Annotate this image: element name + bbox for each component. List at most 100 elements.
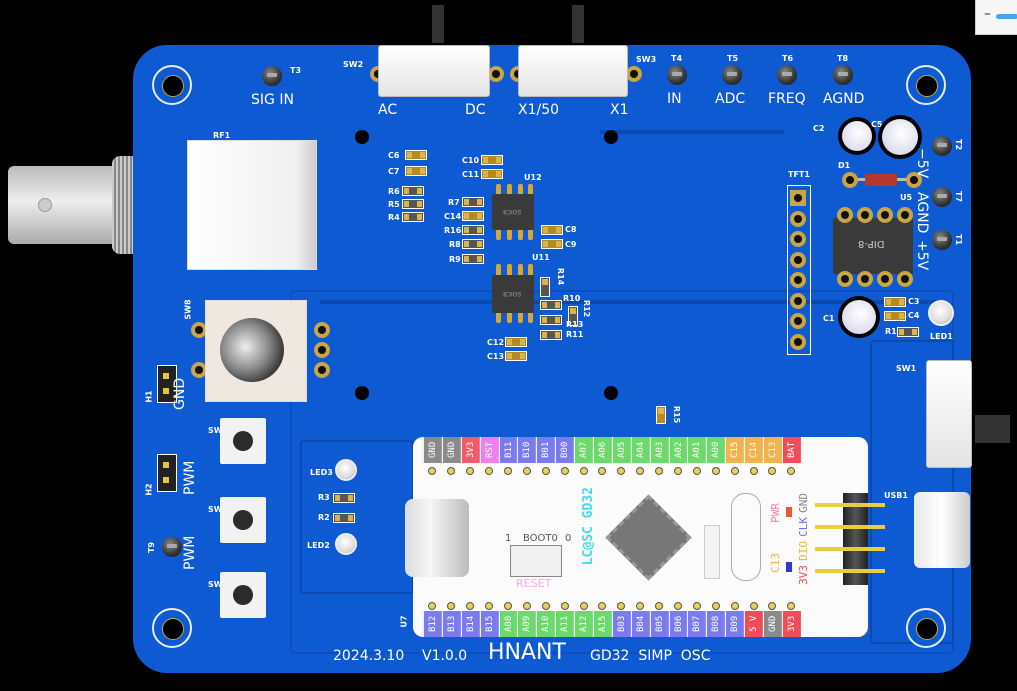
via-large [355, 386, 369, 400]
ic-leg [518, 184, 523, 198]
reset-button[interactable] [510, 545, 562, 577]
top-pin-a04: A04 [630, 437, 650, 463]
ic-leg [496, 184, 501, 198]
c13-ref: C13 [487, 352, 505, 361]
ic-u12: SOIC8 [492, 194, 534, 230]
pin-hole [706, 467, 725, 475]
pin-hole [631, 602, 650, 610]
c6-ref: C6 [388, 151, 400, 160]
test-point-t4[interactable] [667, 65, 687, 85]
usb1-ref: USB1 [884, 491, 908, 500]
tft1-header[interactable] [787, 185, 811, 355]
u12-marking: SOIC8 [503, 208, 522, 215]
pin-hole [631, 467, 650, 475]
resistor [540, 330, 562, 340]
pin-hole [744, 602, 763, 610]
u7-ref: U7 [399, 615, 409, 628]
plus5v-label: +5V [914, 240, 930, 271]
sw2-slide-switch[interactable] [378, 45, 490, 97]
h2-label: PWM [182, 460, 198, 495]
dip-pad [897, 207, 913, 223]
usb1-connector[interactable] [914, 492, 970, 568]
top-pin-a03: A03 [649, 437, 669, 463]
test-point-t3[interactable] [262, 66, 282, 86]
pin-hole [517, 602, 536, 610]
lcsc-logo: LC@SC GD32 [581, 487, 596, 566]
minimize-icon[interactable]: – [984, 6, 991, 22]
usb-c-port[interactable] [405, 499, 469, 577]
test-point-t5[interactable] [722, 65, 742, 85]
swd-gnd-label: GND [797, 493, 810, 513]
header-h1[interactable] [157, 365, 177, 403]
top-pin-gnd: GND [441, 437, 461, 463]
sw8-ref: SW8 [183, 299, 193, 320]
t4-ref: T4 [671, 54, 683, 63]
tact-button-1[interactable] [220, 418, 266, 464]
resistor-r7 [462, 197, 484, 207]
pin-hole [669, 467, 688, 475]
capacitor-c6 [405, 150, 427, 160]
bottom-pin-b12: B12 [423, 611, 442, 637]
tft1-pin [790, 231, 806, 247]
pin-hole [574, 602, 593, 610]
boot-label: BOOT0 [523, 533, 558, 544]
test-point-t7[interactable] [932, 187, 952, 207]
footer-date: 2024.3.10 [333, 648, 405, 664]
capacitor-c2 [838, 117, 876, 155]
c13-led-label: C13 [769, 553, 782, 573]
tact-button-2[interactable] [220, 497, 266, 543]
test-point-t6[interactable] [777, 65, 797, 85]
pad [626, 66, 642, 82]
c4-ref: C4 [908, 311, 920, 320]
sw3-x150-label: X1/50 [518, 102, 560, 118]
restore-bar-icon[interactable] [996, 14, 1017, 19]
c9-ref: C9 [565, 240, 577, 249]
ic-leg [496, 264, 501, 278]
t2-ref: T2 [954, 138, 964, 151]
pin-hole [763, 602, 782, 610]
ic-leg [518, 226, 523, 240]
sw3-slider-knob[interactable] [572, 5, 584, 43]
pin-hole [725, 602, 744, 610]
pad [314, 322, 330, 338]
test-point-t1[interactable] [932, 230, 952, 250]
swd-pin [815, 569, 885, 573]
bottom-pin-holes [423, 602, 801, 610]
test-point-t9[interactable] [162, 537, 182, 557]
trace [600, 130, 784, 134]
bottom-pin-b04: B04 [630, 611, 650, 637]
pin-hole [650, 467, 669, 475]
test-point-t2[interactable] [932, 136, 952, 156]
resistor-r2 [333, 513, 355, 523]
h2-ref: H2 [144, 483, 154, 496]
bottom-pin-b09: B09 [725, 611, 745, 637]
led3-ref: LED3 [310, 468, 333, 477]
sw3-slide-switch[interactable] [518, 45, 628, 97]
swd-3v3-label: 3V3 [797, 565, 810, 585]
bnc-pin-icon [38, 198, 52, 212]
sw2-slider-knob[interactable] [432, 5, 444, 43]
header-h2[interactable] [157, 454, 177, 492]
sw1-slide-switch[interactable] [926, 360, 972, 468]
bottom-pin-a12: A12 [574, 611, 594, 637]
t6-ref: T6 [782, 54, 794, 63]
test-point-t8[interactable] [833, 65, 853, 85]
r14-ref: R14 [556, 267, 566, 286]
via-large [604, 386, 618, 400]
u11-marking: SOIC8 [503, 290, 522, 297]
c12-ref: C12 [487, 338, 505, 347]
top-pin-c13: C13 [763, 437, 782, 463]
minus5v-label: −5V [914, 148, 930, 179]
capacitor-c1 [838, 296, 880, 338]
pin-hole [461, 467, 480, 475]
resistor-r1 [897, 327, 919, 337]
tact-button-3[interactable] [220, 572, 266, 618]
t9-label: PWM [182, 535, 198, 570]
rf1-bnc-body[interactable] [187, 140, 317, 270]
capacitor-c14 [462, 211, 484, 221]
mounting-hole [152, 608, 192, 648]
encoder-knob[interactable] [220, 318, 284, 382]
sw1-ref: SW1 [896, 364, 917, 373]
sw1-slider-knob[interactable] [975, 415, 1010, 443]
led1-ref: LED1 [930, 332, 953, 341]
